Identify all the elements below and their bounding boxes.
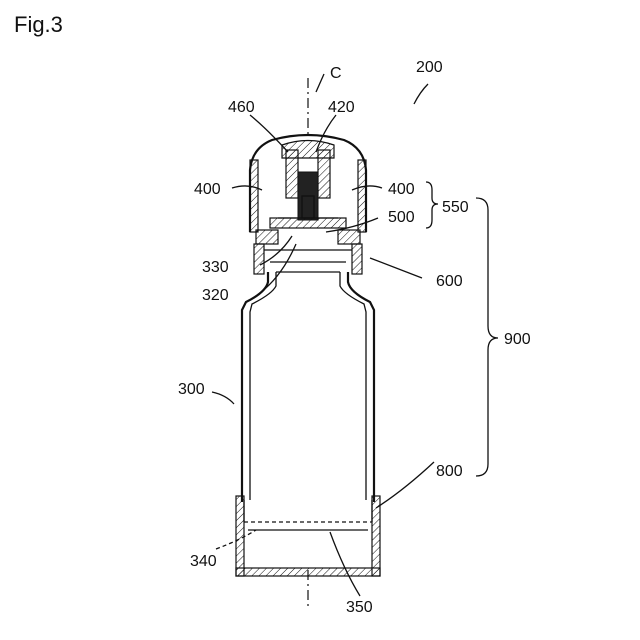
label-460: 460 [228, 99, 255, 116]
label-420: 420 [328, 99, 355, 116]
label-200: 200 [416, 59, 443, 76]
bottle-body [242, 272, 374, 502]
label-c: C [330, 65, 342, 82]
label-330: 330 [202, 259, 229, 276]
label-340: 340 [190, 553, 217, 570]
label-300: 300 [178, 381, 205, 398]
label-900: 900 [504, 331, 531, 348]
label-400-right: 400 [388, 181, 415, 198]
label-350: 350 [346, 599, 373, 616]
label-320: 320 [202, 287, 229, 304]
label-550: 550 [442, 199, 469, 216]
label-800: 800 [436, 463, 463, 480]
figure-title: Fig.3 [14, 12, 63, 37]
label-500: 500 [388, 209, 415, 226]
bottom-cup [236, 496, 380, 576]
label-400-left: 400 [194, 181, 221, 198]
brace-900 [476, 198, 498, 476]
label-600: 600 [436, 273, 463, 290]
cap-assembly [250, 135, 366, 232]
crimp-ring [254, 230, 362, 274]
brace-550 [426, 182, 438, 228]
